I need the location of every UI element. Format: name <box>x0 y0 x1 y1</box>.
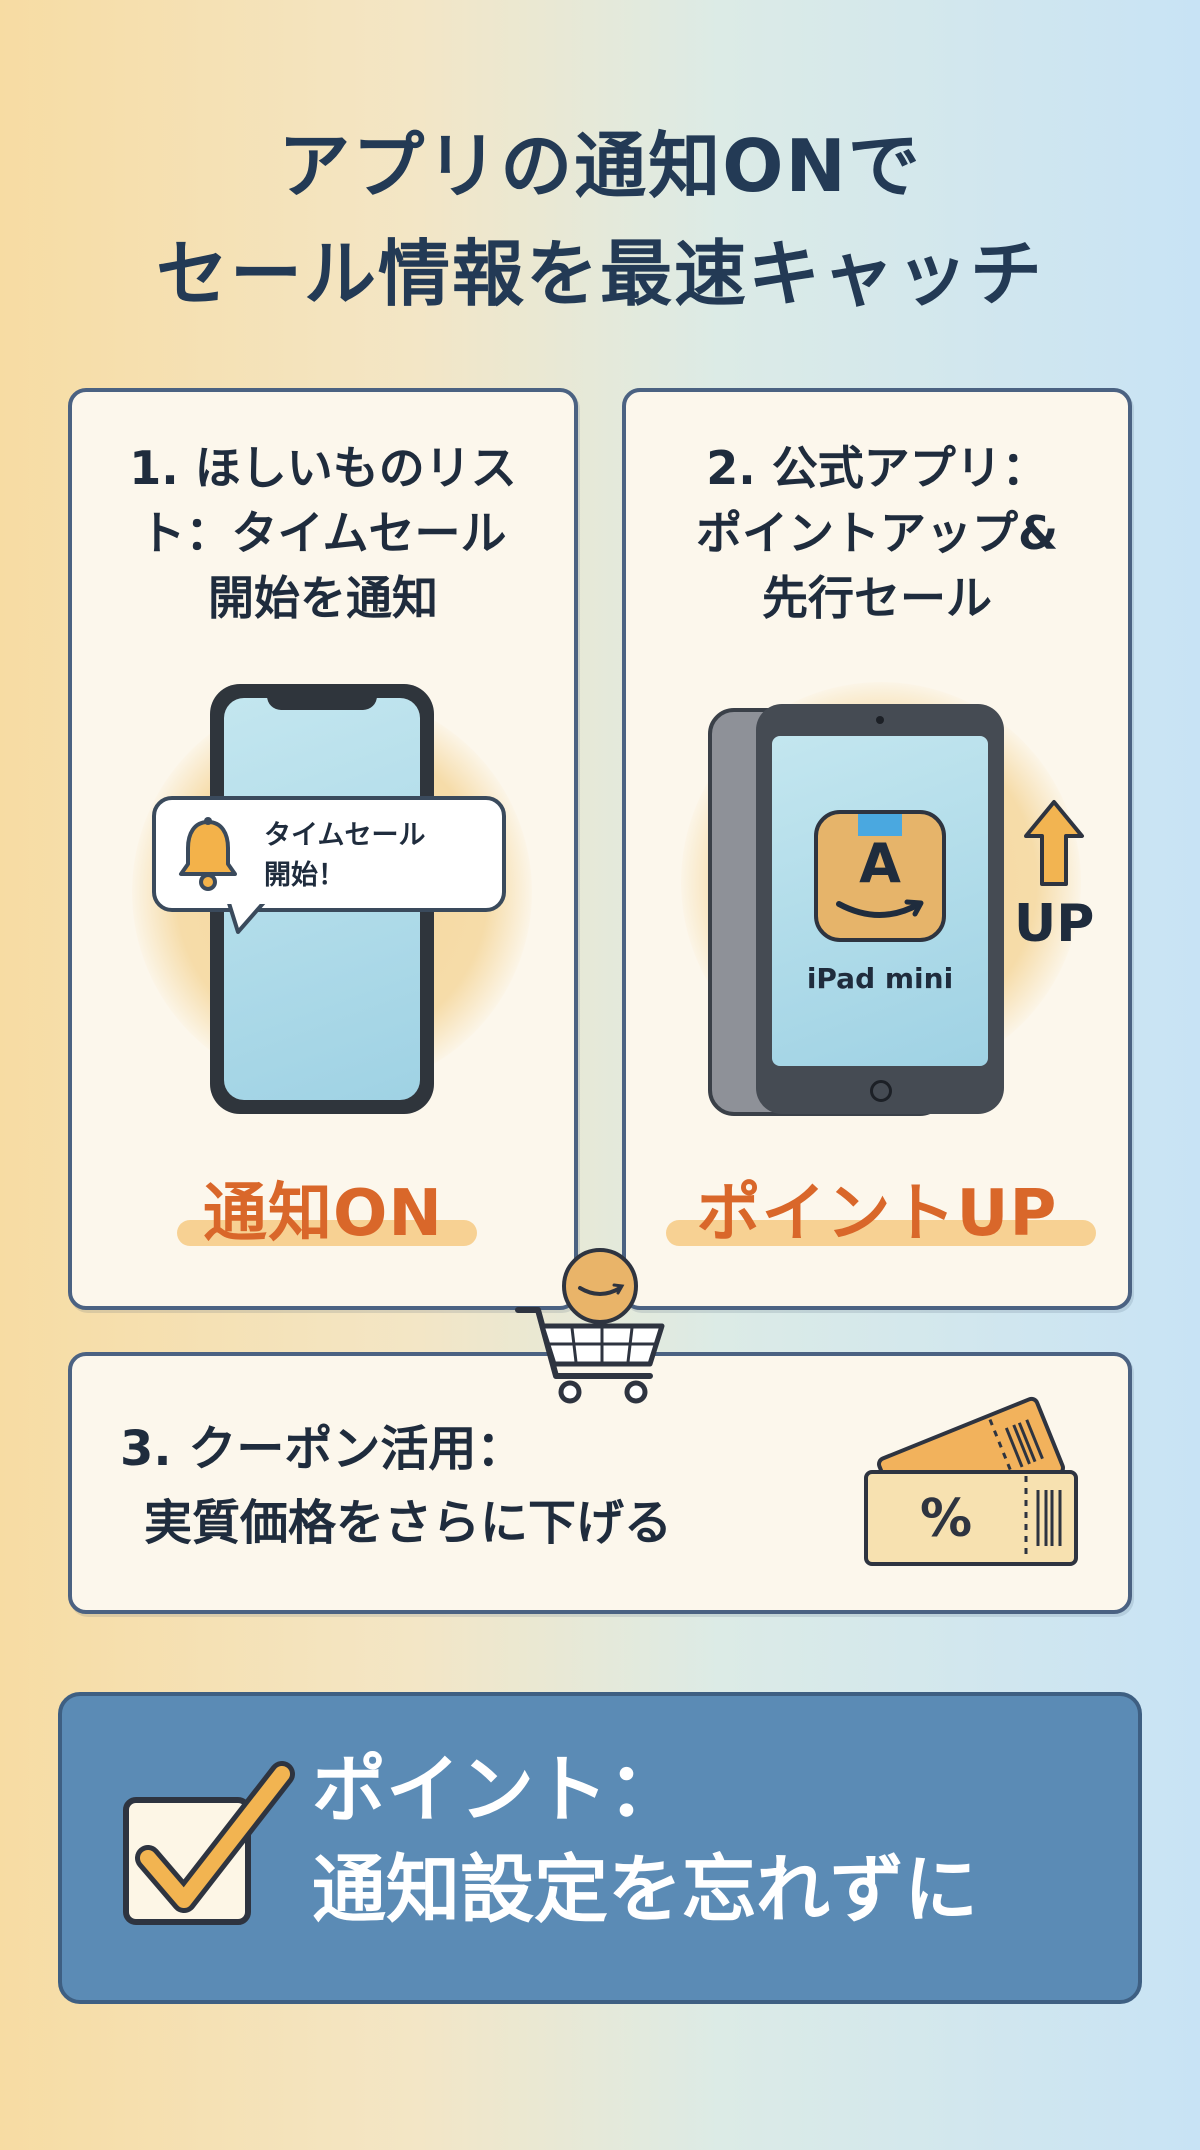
title-line-1: アプリの通知ONで <box>278 124 922 208</box>
app-icon-letter: A <box>859 832 901 895</box>
card-1-title-line-3: 開始を通知 <box>208 571 438 625</box>
tablet-camera <box>876 716 884 724</box>
checkbox-checked-icon <box>123 1761 295 1925</box>
label-highlight <box>666 1220 1096 1246</box>
ipad-illustration: A iPad mini <box>756 704 1004 1114</box>
card-1-title-line-1: 1. ほしいものリス <box>129 441 517 495</box>
up-label: UP <box>1014 894 1095 954</box>
tip-box: ポイント： 通知設定を忘れずに <box>58 1692 1142 2004</box>
tablet-home-button <box>870 1080 892 1102</box>
card-coupon: 3. クーポン活用： 実質価格をさらに下げる % <box>68 1352 1132 1614</box>
bell-icon <box>179 817 237 891</box>
app-icon: A <box>814 810 946 942</box>
tip-text: ポイント： 通知設定を忘れずに <box>312 1740 978 1940</box>
notification-text: タイムセール 開始！ <box>264 816 425 896</box>
app-icon-tab <box>858 814 902 836</box>
bubble-tail <box>226 900 270 934</box>
card-3-title-line-1: 3. クーポン活用： <box>120 1421 525 1477</box>
tip-line-1: ポイント： <box>312 1747 682 1833</box>
label-highlight <box>177 1220 477 1246</box>
notification-bubble: タイムセール 開始！ <box>152 796 506 934</box>
up-arrow-icon <box>1024 800 1084 886</box>
shopping-cart-icon <box>515 1248 665 1404</box>
title-line-2: セール情報を最速キャッチ <box>155 232 1044 316</box>
page-title: アプリの通知ONで セール情報を最速キャッチ <box>0 112 1200 328</box>
card-1-title: 1. ほしいものリス ト：タイムセール 開始を通知 <box>72 436 574 631</box>
card-official-app: 2. 公式アプリ： ポイントアップ& 先行セール A iPad mini UP … <box>622 388 1132 1310</box>
notification-on-label: 通知ON <box>203 1177 443 1251</box>
coupon-ticket-icon: % <box>864 1396 1078 1566</box>
card-2-title-line-2: ポイントアップ& <box>695 506 1059 560</box>
card-2-title-line-1: 2. 公式アプリ： <box>706 441 1048 495</box>
phone-notch <box>267 690 377 710</box>
smile-arrow-icon <box>836 899 924 918</box>
card-1-title-line-2: ト：タイムセール <box>139 506 507 560</box>
notification-line-2: 開始！ <box>264 860 345 891</box>
tip-line-2: 通知設定を忘れずに <box>312 1847 978 1933</box>
card-2-title: 2. 公式アプリ： ポイントアップ& 先行セール <box>626 436 1128 631</box>
notification-line-1: タイムセール <box>264 820 426 851</box>
point-up-label: ポイントUP <box>696 1177 1058 1251</box>
coupon-percent-symbol: % <box>920 1489 972 1549</box>
device-label: iPad mini <box>806 962 954 995</box>
card-3-title-line-2: 実質価格をさらに下げる <box>144 1495 673 1551</box>
card-wishlist-notification: 1. ほしいものリス ト：タイムセール 開始を通知 タイムセール 開始！ 通知O… <box>68 388 578 1310</box>
card-3-title: 3. クーポン活用： 実質価格をさらに下げる <box>120 1412 672 1560</box>
card-2-title-line-3: 先行セール <box>762 571 992 625</box>
